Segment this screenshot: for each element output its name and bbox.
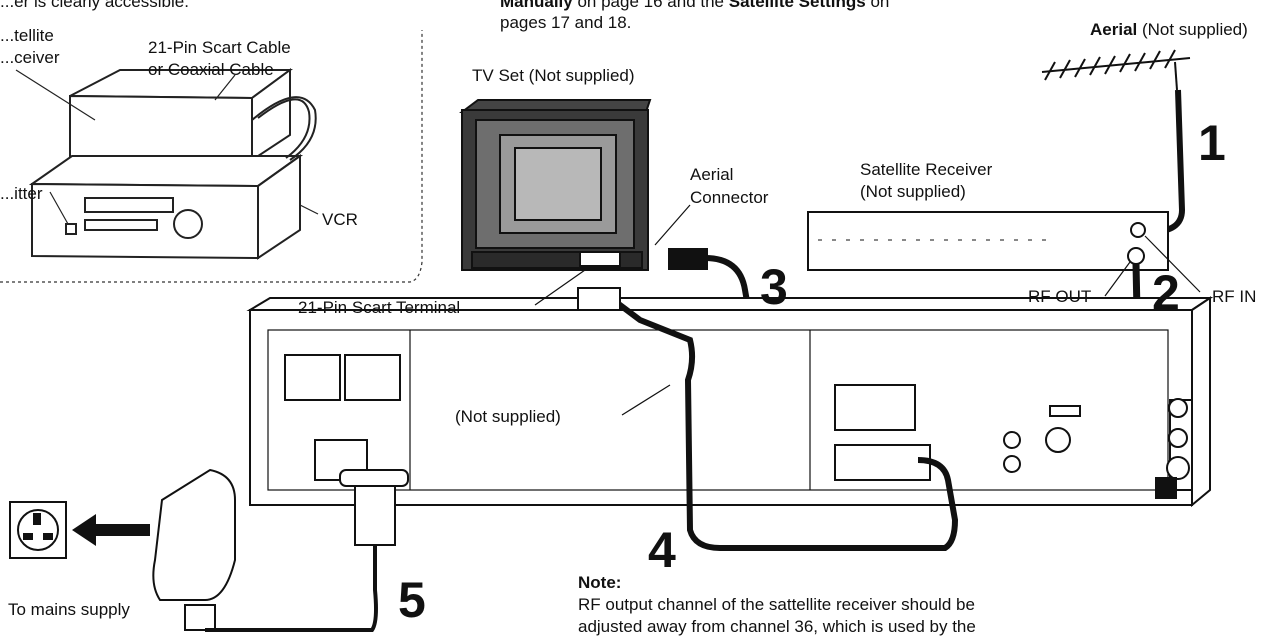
note-title: Note:	[578, 573, 622, 592]
step-5: 5	[398, 572, 426, 628]
step-1: 1	[1198, 115, 1226, 171]
inset-vcr	[28, 154, 304, 260]
cable-4	[598, 287, 959, 551]
aerial-label: Aerial (Not supplied)	[1090, 20, 1248, 40]
inset-emitter-label: ...itter	[0, 184, 43, 203]
inset-cable-label-2: or Coaxial Cable	[148, 60, 274, 79]
note-body: RF output channel of the sattellite rece…	[578, 594, 1278, 638]
satellite-receiver	[807, 211, 1169, 271]
aerial-antenna	[1041, 49, 1191, 91]
rf-in-label: RF IN	[1212, 287, 1257, 306]
sat-receiver-label-1: Satellite Receiver	[860, 160, 993, 179]
power-cord	[205, 540, 378, 632]
note-line-2: adjusted away from channel 36, which is …	[578, 617, 976, 636]
satellite-settings-bold: Satellite Settings	[728, 0, 866, 11]
inset-satellite-receiver	[69, 68, 294, 162]
tv-scart-terminal	[579, 251, 621, 267]
inset-box	[0, 30, 423, 283]
cable-1	[1149, 89, 1186, 235]
inset-sat-label-2: ...ceiver	[0, 48, 60, 67]
inset-sat-label-1: ...tellite	[0, 26, 54, 45]
mains-plug	[152, 468, 236, 631]
step-4: 4	[648, 522, 676, 578]
inset-cable	[251, 96, 317, 161]
sat-receiver-label-2: (Not supplied)	[860, 182, 966, 201]
wall-socket	[9, 501, 67, 559]
tv-set	[459, 99, 652, 271]
inset-cable-label-1: 21-Pin Scart Cable	[148, 38, 291, 57]
mains-supply-label: To mains supply	[8, 600, 130, 619]
scart-terminal-label: 21-Pin Scart Terminal	[298, 298, 461, 317]
not-supplied-label: (Not supplied)	[455, 407, 561, 426]
aerial-connector-label-1: Aerial	[690, 165, 734, 184]
step-3: 3	[760, 259, 788, 315]
arrow-icon	[72, 514, 150, 546]
text-mid: on page 16 and the	[572, 0, 729, 11]
aerial-rest: (Not supplied)	[1137, 20, 1248, 39]
inset-vcr-label: VCR	[322, 210, 358, 229]
aerial-bold: Aerial	[1090, 20, 1138, 39]
iec-connector	[339, 469, 409, 546]
manually-bold: Manually	[500, 0, 573, 11]
top-right-text-line2: pages 17 and 18.	[500, 13, 632, 32]
top-left-text: ...er is clearly accessible.	[0, 0, 189, 11]
note-line-1: RF output channel of the sattellite rece…	[578, 595, 975, 614]
rf-out-label: RF OUT	[1028, 287, 1092, 306]
tv-set-label: TV Set (Not supplied)	[472, 66, 635, 85]
step-2: 2	[1152, 265, 1180, 321]
aerial-connector-label-2: Connector	[690, 188, 769, 207]
text-end: on	[865, 0, 890, 11]
top-right-text-line1: Manually on page 16 and the Satellite Se…	[500, 0, 889, 12]
